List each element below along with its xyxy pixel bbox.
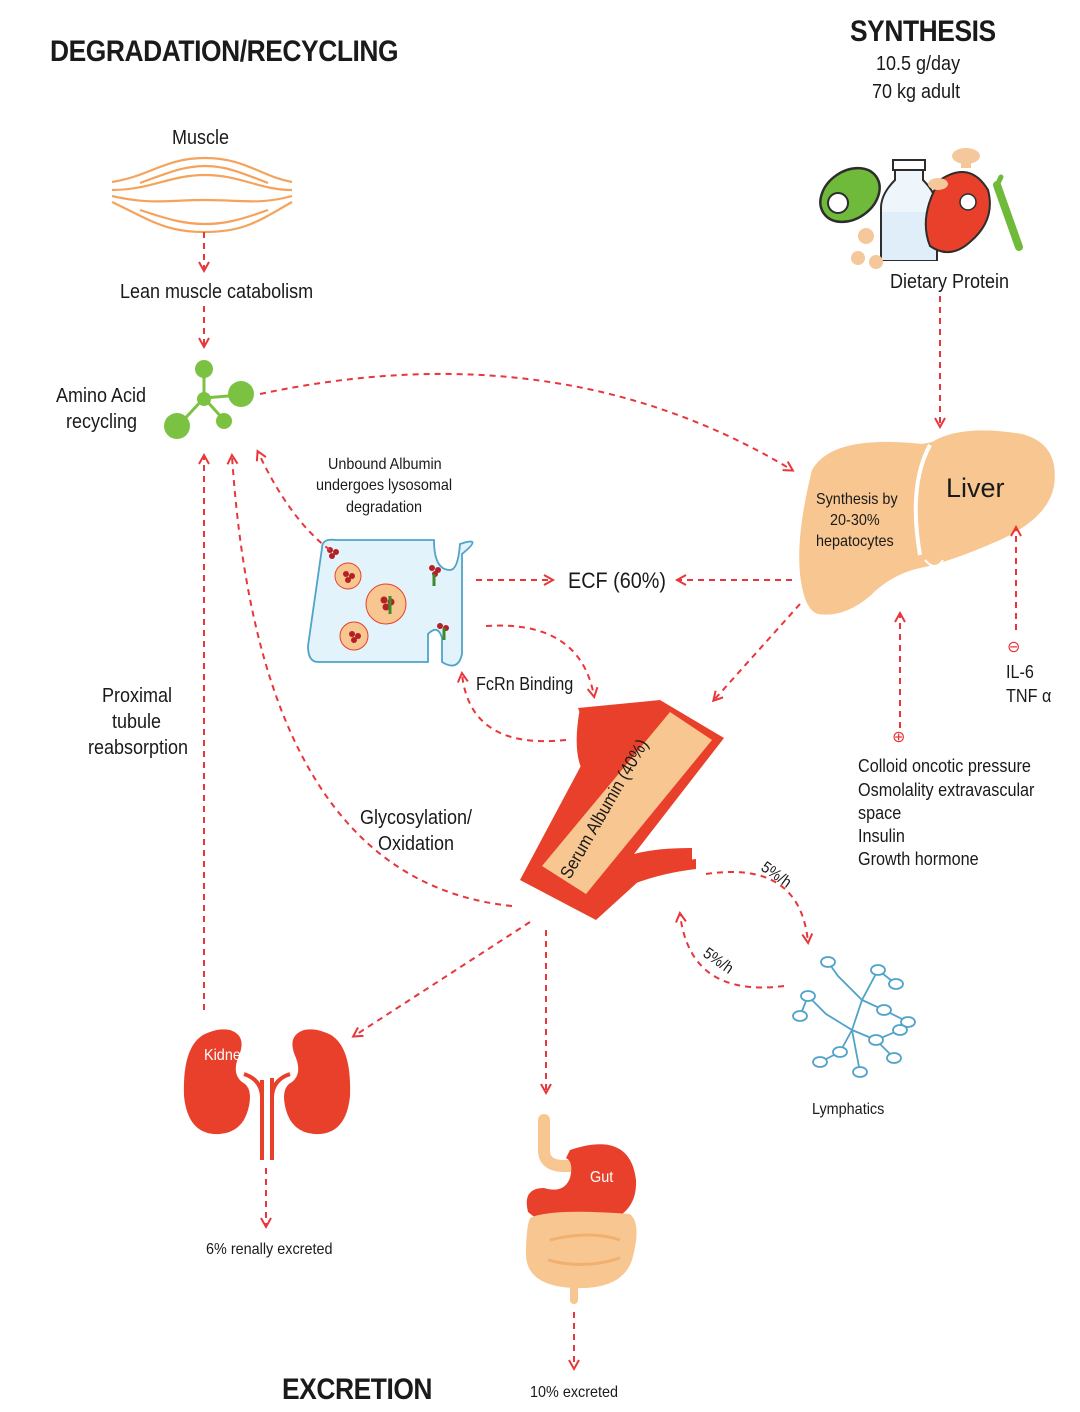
regulator-osmolality: Osmolality extravascular — [858, 780, 1035, 800]
arrow-amino-to-liver — [259, 373, 795, 472]
heading-synthesis: SYNTHESIS — [850, 15, 996, 48]
label-liver-synth-3: hepatocytes — [816, 533, 894, 550]
label-ecf: ECF (60%) — [568, 568, 666, 593]
synthesis-basis: 70 kg adult — [872, 81, 961, 103]
arrow-serum-to-lymph — [705, 870, 814, 946]
synthesis-rate: 10.5 g/day — [876, 53, 961, 75]
label-liver-synth-1: Synthesis by — [816, 491, 898, 508]
label-fcrn: FcRn Binding — [476, 674, 574, 694]
lymphatics-icon — [792, 956, 916, 1078]
muscle-icon — [111, 156, 293, 234]
label-amino-recycling: recycling — [66, 411, 138, 433]
arrow-lymph-to-serum — [675, 910, 785, 989]
regulator-insulin: Insulin — [858, 826, 905, 846]
label-unbound-1: Unbound Albumin — [328, 456, 442, 473]
dietary-protein-icon — [819, 148, 1023, 269]
heading-degradation: DEGRADATION/RECYCLING — [50, 35, 399, 68]
label-unbound-3: degradation — [346, 499, 423, 516]
label-liver: Liver — [946, 473, 1005, 503]
positive-regulator-sign: ⊕ — [892, 729, 906, 746]
regulator-il6: IL-6 — [1006, 662, 1034, 682]
regulator-colloid: Colloid oncotic pressure — [858, 756, 1031, 776]
kidney-icon — [183, 1029, 351, 1160]
regulator-tnf: TNF α — [1006, 686, 1052, 706]
amino-acid-molecule-icon — [164, 360, 254, 439]
label-gut: Gut — [590, 1169, 614, 1186]
label-liver-synth-2: 20-30% — [830, 512, 880, 529]
negative-regulator-sign: ⊖ — [1007, 639, 1021, 656]
regulator-growth-hormone: Growth hormone — [858, 849, 979, 869]
gut-icon — [526, 1114, 637, 1304]
label-lean-muscle: Lean muscle catabolism — [120, 281, 314, 303]
arrow-glyco-to-amino — [226, 452, 513, 907]
blood-vessel-icon — [520, 700, 724, 920]
arrow-serum-to-kidney — [351, 921, 531, 1038]
regulator-space: space — [858, 803, 902, 823]
heading-excretion: EXCRETION — [282, 1373, 433, 1406]
arrow-unbound-degradation — [255, 449, 331, 551]
label-unbound-2: undergoes lysosomal — [316, 477, 453, 494]
label-proximal-2: tubule — [112, 711, 162, 733]
label-proximal-1: Proximal — [102, 685, 173, 707]
label-glyco-1: Glycosylation/ — [360, 807, 473, 829]
liver-icon — [799, 430, 1055, 615]
arrow-liver-to-serum — [711, 603, 801, 703]
label-kidney: Kidney — [204, 1047, 249, 1064]
label-amino-acid: Amino Acid — [56, 385, 147, 407]
label-muscle: Muscle — [172, 127, 230, 149]
label-dietary-protein: Dietary Protein — [890, 271, 1010, 293]
label-gut-excreted: 10% excreted — [530, 1384, 619, 1401]
label-glyco-2: Oxidation — [378, 833, 455, 855]
lysosome-cell-icon — [307, 538, 474, 667]
label-lymphatics: Lymphatics — [812, 1101, 885, 1118]
label-proximal-3: reabsorption — [88, 737, 189, 759]
arrow-serum-recycle — [456, 670, 567, 743]
label-renal-excreted: 6% renally excreted — [206, 1241, 333, 1258]
arrow-cell-to-fcrn — [485, 624, 599, 700]
flow-arrows — [198, 232, 1022, 1372]
